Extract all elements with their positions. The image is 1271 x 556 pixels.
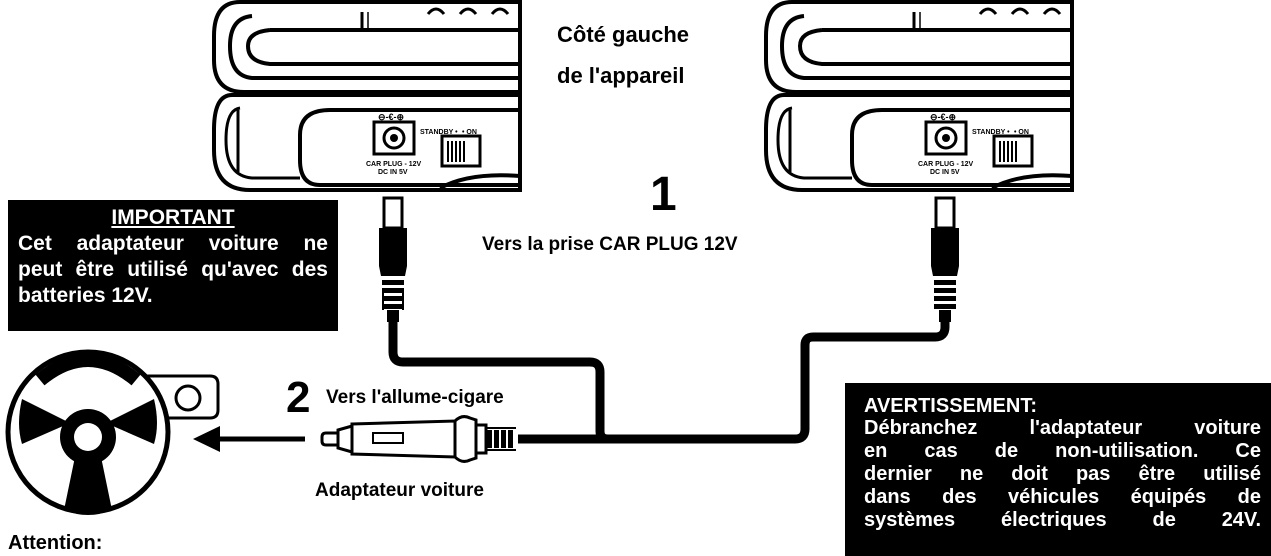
steering-wheel-icon xyxy=(5,349,220,515)
standby-mark-left: STANDBY • xyxy=(420,129,458,136)
device-left xyxy=(212,0,522,322)
step-2-label: Vers l'allume-cigare xyxy=(326,387,504,408)
important-box: IMPORTANT Cet adaptateur voiture ne peut… xyxy=(8,200,338,331)
side-title-line2: de l'appareil xyxy=(557,63,685,88)
dcin-mark-right: DC IN 5V xyxy=(930,169,960,176)
adapter-label: Adaptateur voiture xyxy=(315,480,484,501)
warning-line: dernier ne doit pas être utilisé xyxy=(864,463,1261,485)
standby-mark-right: STANDBY • xyxy=(972,129,1010,136)
polarity-mark-left: ⊖-€-⊕ xyxy=(378,112,404,122)
polarity-mark-right: ⊖-€-⊕ xyxy=(930,112,956,122)
warning-line: dans des véhicules équipés de xyxy=(864,486,1261,508)
warning-line: Débranchez l'adaptateur voiture xyxy=(864,417,1261,439)
step-2-number: 2 xyxy=(286,373,311,422)
carplug-mark-left: CAR PLUG - 12V xyxy=(366,161,422,168)
carplug-mark-right: CAR PLUG - 12V xyxy=(918,161,974,168)
warning-box: AVERTISSEMENT: Débranchez l'adaptateur v… xyxy=(845,383,1271,556)
arrow-left-icon xyxy=(193,426,305,452)
important-title: IMPORTANT xyxy=(111,206,235,229)
cable xyxy=(388,320,950,444)
warning-title: AVERTISSEMENT: xyxy=(864,395,1037,417)
side-title-line1: Côté gauche xyxy=(557,22,690,47)
car-adapter-plug xyxy=(320,415,516,463)
step-1-number: 1 xyxy=(650,168,677,221)
important-line: Cet adaptateur voiture ne xyxy=(18,232,328,255)
on-mark-left: • ON xyxy=(462,129,477,136)
dcin-mark-left: DC IN 5V xyxy=(378,169,408,176)
step-1-label: Vers la prise CAR PLUG 12V xyxy=(482,234,738,255)
attention-label: Attention: xyxy=(8,532,103,554)
warning-line: en cas de non-utilisation. Ce xyxy=(864,440,1261,462)
on-mark-right: • ON xyxy=(1014,129,1029,136)
device-right xyxy=(764,0,1074,322)
important-line: peut être utilisé qu'avec des xyxy=(18,258,328,281)
important-line: batteries 12V. xyxy=(18,284,153,307)
warning-line: systèmes électriques de 24V. xyxy=(864,509,1261,531)
